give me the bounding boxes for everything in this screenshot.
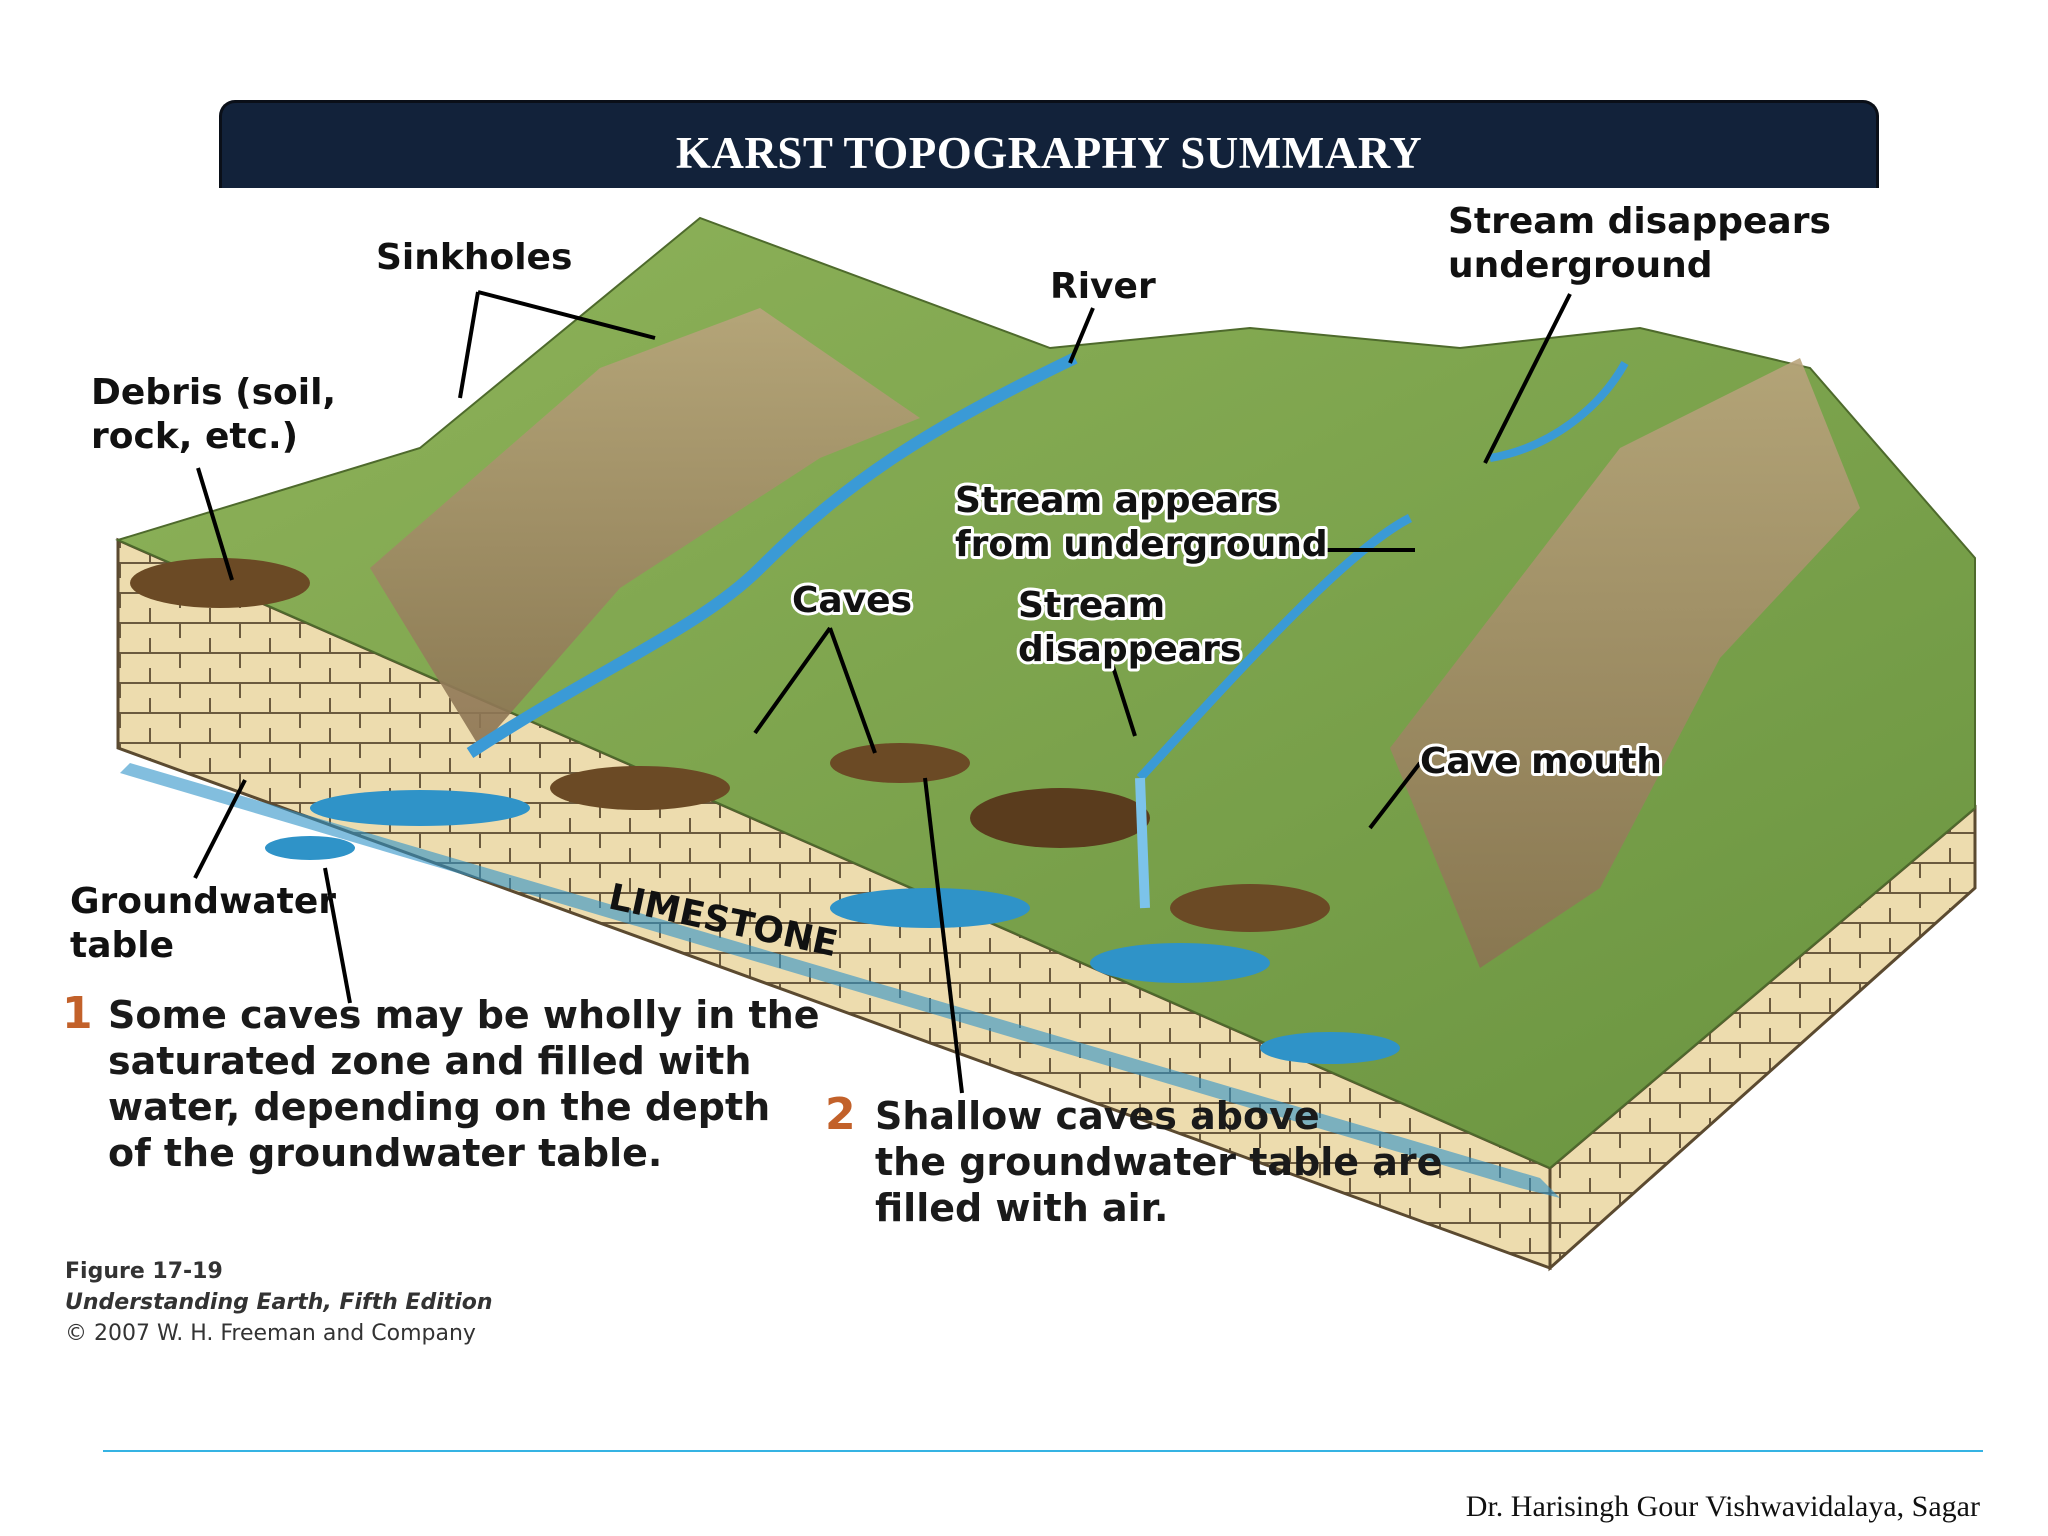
note-1-line-4: of the groundwater table. <box>108 1131 662 1175</box>
title-bar: KARST TOPOGRAPHY SUMMARY <box>219 100 1879 188</box>
figure-caption: Figure 17-19 Understanding Earth, Fifth … <box>65 1259 493 1346</box>
label-debris-2: rock, etc.) <box>91 416 298 457</box>
label-groundwater-1: Groundwater <box>70 881 336 922</box>
figure-number: Figure 17-19 <box>65 1259 223 1284</box>
note-1-line-3: water, depending on the depth <box>108 1085 770 1129</box>
label-stream-appears-2: from underground <box>955 524 1328 565</box>
note-1-line-1: Some caves may be wholly in the <box>108 993 820 1037</box>
note-2-line-1: Shallow caves above <box>875 1094 1320 1138</box>
footer-divider <box>103 1450 1983 1452</box>
label-sinkholes: Sinkholes <box>376 237 572 278</box>
footer-credit: Dr. Harisingh Gour Vishwavidalaya, Sagar <box>1466 1490 1980 1524</box>
label-stream-disappears-2: disappears <box>1018 629 1241 670</box>
label-caves: Caves <box>792 580 912 621</box>
label-cave-mouth: Cave mouth <box>1420 741 1662 782</box>
label-stream-appears-1: Stream appears <box>955 480 1278 521</box>
figure-copyright: © 2007 W. H. Freeman and Company <box>65 1321 476 1346</box>
note-1-number: 1 <box>62 988 93 1039</box>
label-stream-disappears-underground-1: Stream disappears <box>1448 201 1831 242</box>
note-2-line-3: filled with air. <box>875 1186 1168 1230</box>
label-river: River <box>1050 266 1156 307</box>
note-1-line-2: saturated zone and filled with <box>108 1039 751 1083</box>
label-debris-1: Debris (soil, <box>91 372 336 413</box>
slide-title: KARST TOPOGRAPHY SUMMARY <box>222 127 1876 179</box>
label-stream-disappears-1: Stream <box>1018 585 1165 626</box>
note-2-line-2: the groundwater table are <box>875 1140 1442 1184</box>
figure-source: Understanding Earth, Fifth Edition <box>65 1290 493 1315</box>
note-2-number: 2 <box>825 1089 856 1140</box>
label-stream-disappears-underground-2: underground <box>1448 245 1712 286</box>
note-1: 1 Some caves may be wholly in the satura… <box>62 988 820 1175</box>
label-groundwater-2: table <box>70 925 174 966</box>
karst-diagram: Sinkholes River Stream disappears underg… <box>0 188 2048 1428</box>
